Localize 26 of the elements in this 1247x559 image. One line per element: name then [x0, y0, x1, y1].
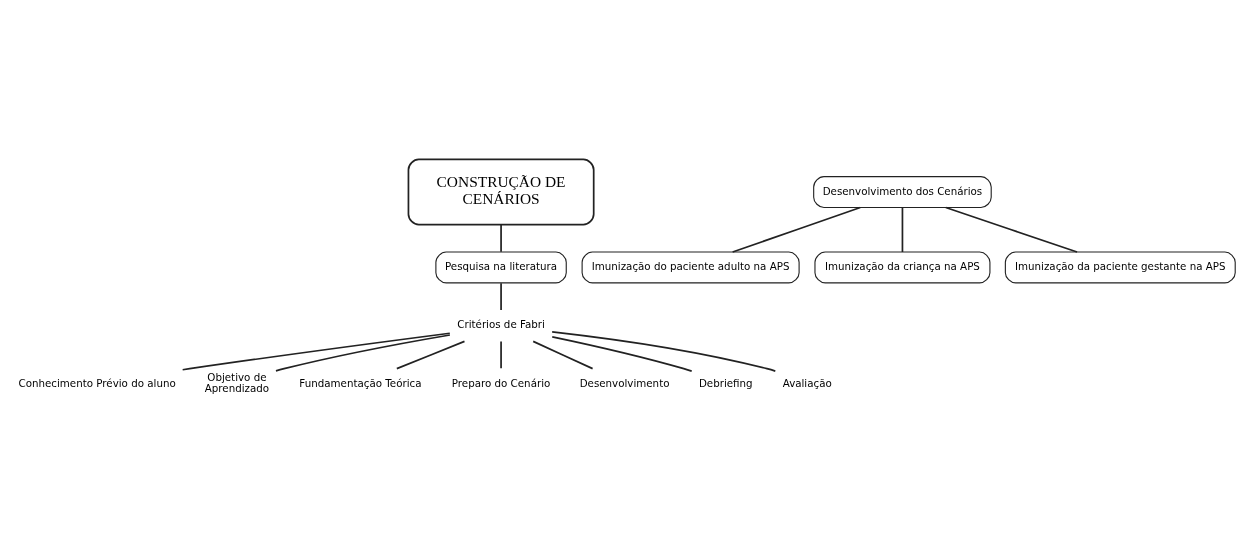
connector: [181, 332, 451, 371]
connector: [500, 340, 502, 370]
connector: [551, 336, 693, 372]
node-box: Pesquisa na literatura: [435, 251, 567, 284]
connector: [275, 334, 451, 372]
connector: [901, 206, 904, 253]
node-text: Preparo do Cenário: [451, 376, 551, 389]
node-text: Debriefing: [698, 376, 753, 389]
node-text: Desenvolvimento: [579, 376, 670, 389]
node-text: Objetivo de Aprendizado: [204, 371, 270, 395]
connector: [500, 282, 502, 311]
connector: [551, 330, 777, 372]
node-box: Imunização da paciente gestante na APS: [1004, 251, 1236, 284]
connector: [500, 223, 502, 253]
node-box: Desenvolvimento dos Cenários: [813, 176, 992, 208]
connector: [395, 340, 466, 370]
connector: [731, 206, 862, 253]
node-text: Conhecimento Prévio do aluno: [18, 376, 176, 389]
connector: [944, 206, 1078, 253]
node-text: Critérios de Fabri: [457, 318, 545, 331]
node-text: Fundamentação Teórica: [299, 376, 422, 389]
node-box: Imunização da criança na APS: [814, 251, 991, 284]
node-text: Avaliação: [782, 376, 832, 389]
node-box: Imunização do paciente adulto na APS: [581, 251, 800, 284]
node-box: CONSTRUÇÃO DE CENÁRIOS: [407, 158, 595, 226]
connector: [532, 340, 594, 370]
